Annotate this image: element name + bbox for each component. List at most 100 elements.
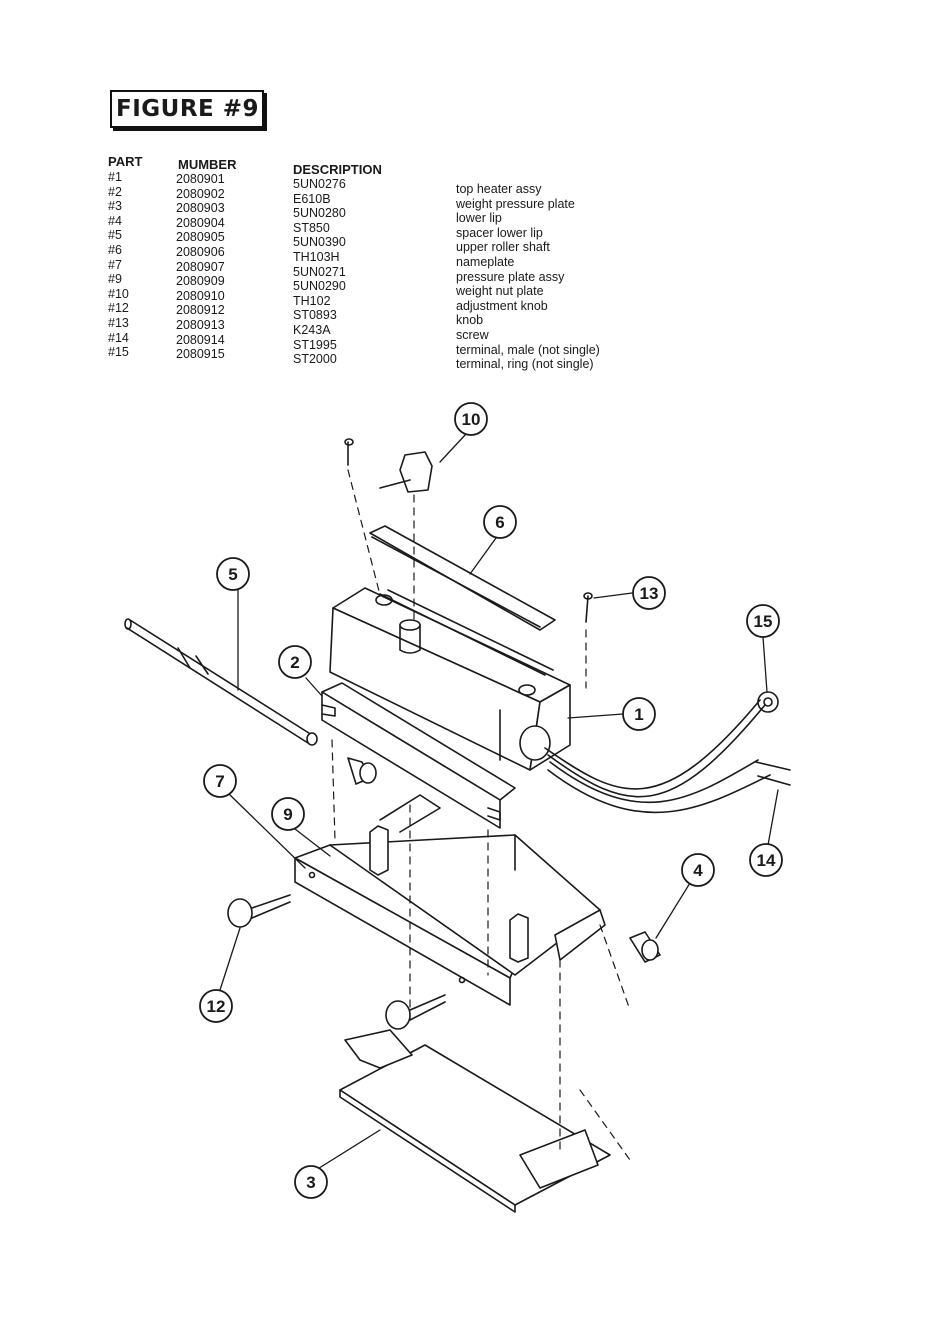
lower-lip <box>339 1029 611 1213</box>
table-cell-part: #1 <box>108 170 122 184</box>
table-cell-desc: spacer lower lip <box>456 225 543 240</box>
header-description: DESCRIPTION <box>293 162 382 177</box>
table-cell-code: 5UN0390 <box>293 235 346 250</box>
table-cell-desc: terminal, ring (not single) <box>456 357 594 372</box>
callout-label: 9 <box>283 805 292 824</box>
leader-lines <box>219 433 779 1171</box>
upper-roller-shaft <box>124 618 318 746</box>
table-cell-part: #10 <box>108 286 129 301</box>
callout-circle <box>749 843 783 877</box>
table-cell-part: #14 <box>108 330 129 345</box>
table-cell-number: 2080913 <box>176 317 225 332</box>
table-cell-number: 2080909 <box>176 274 225 289</box>
spacer-bushing <box>347 757 377 785</box>
nameplate-part <box>369 525 556 631</box>
screw-right-13 <box>583 592 593 623</box>
table-cell-code: E610B <box>293 191 331 206</box>
callout-circle <box>632 576 666 610</box>
callout-label: 7 <box>215 772 224 791</box>
table-cell-number: 2080910 <box>176 288 225 303</box>
table-cell-part: #7 <box>108 257 122 272</box>
callout-label: 4 <box>693 861 703 880</box>
table-cell-desc: adjustment knob <box>456 298 548 313</box>
table-cell-code: ST2000 <box>293 352 337 367</box>
knob-left <box>227 894 291 928</box>
table-cell-number: 2080905 <box>176 230 225 245</box>
table-cell-number: 2080901 <box>176 172 225 186</box>
callout-circle <box>454 402 488 436</box>
callout-label: 13 <box>640 584 659 603</box>
table-cell-number: 2080912 <box>176 303 225 318</box>
table-cell-desc: lower lip <box>456 211 502 226</box>
table-cell-code: ST1995 <box>293 337 337 352</box>
table-cell-desc: upper roller shaft <box>456 240 550 255</box>
table-cell-number: 2080906 <box>176 244 225 259</box>
callout-circle <box>199 989 233 1023</box>
pressure-plate-assembly <box>294 794 606 1006</box>
table-cell-code: TH103H <box>293 249 340 264</box>
callout-label: 1 <box>634 705 643 724</box>
knob-lower <box>385 994 446 1030</box>
callout-circle <box>622 697 656 731</box>
table-cell-code: ST850 <box>293 220 330 235</box>
table-cell-part: #5 <box>108 228 122 243</box>
table-cell-part: #12 <box>108 301 129 316</box>
callout-label: 6 <box>495 513 504 532</box>
callout-label: 12 <box>207 997 226 1016</box>
table-cell-code: 5UN0280 <box>293 206 346 221</box>
table-cell-code: 5UN0290 <box>293 279 346 294</box>
callout-circle <box>746 604 780 638</box>
table-cell-number: 2080903 <box>176 201 225 216</box>
header-number: MUMBER <box>178 157 237 172</box>
weight-pressure-plate <box>321 682 516 829</box>
table-cell-code: 5UN0276 <box>293 177 346 191</box>
table-cell-desc: screw <box>456 327 489 342</box>
callout-circle <box>216 557 250 591</box>
table-cell-part: #13 <box>108 315 129 330</box>
callout-label: 2 <box>290 653 299 672</box>
callout-circle <box>278 645 312 679</box>
callout-label: 14 <box>757 851 776 870</box>
top-heater-assembly <box>329 587 571 771</box>
callout-label: 3 <box>306 1173 315 1192</box>
table-cell-desc: weight pressure plate <box>456 196 575 211</box>
table-cell-desc: pressure plate assy <box>456 269 565 284</box>
callout-circle <box>203 764 237 798</box>
table-cell-part: #2 <box>108 184 122 199</box>
table-cell-desc: top heater assy <box>456 182 542 196</box>
table-cell-code: ST0893 <box>293 308 337 323</box>
table-cell-number: 2080907 <box>176 259 225 274</box>
table-cell-part: #3 <box>108 199 122 214</box>
header-part: PART <box>108 154 143 169</box>
callout-circle <box>294 1165 328 1199</box>
table-cell-desc: knob <box>456 313 484 328</box>
table-cell-desc: weight nut plate <box>456 284 544 299</box>
wire-bundle <box>544 691 791 814</box>
figure-title: FIGURE #9 <box>116 96 260 122</box>
table-cell-number: 2080902 <box>176 186 225 201</box>
callout-label: 10 <box>462 410 481 429</box>
table-cell-part: #9 <box>108 272 122 287</box>
table-cell-part: #6 <box>108 242 122 257</box>
table-cell-code: K243A <box>293 322 331 337</box>
callout-circle <box>271 797 305 831</box>
table-cell-desc: terminal, male (not single) <box>456 342 600 357</box>
alignment-lines <box>331 469 631 1161</box>
table-cell-code: TH102 <box>293 293 331 308</box>
part-column: #1#2#3#4#5#6#7#9#10#12#13#14#15 <box>108 170 129 360</box>
callout-circle <box>483 505 517 539</box>
table-cell-part: #15 <box>108 345 129 360</box>
table-cell-part: #4 <box>108 213 122 228</box>
table-cell-number: 2080904 <box>176 215 225 230</box>
table-cell-number: 2080914 <box>176 332 225 347</box>
screw-top-left <box>344 438 354 466</box>
table-cell-number: 2080915 <box>176 347 225 362</box>
callout-label: 5 <box>228 565 237 584</box>
figure-title-box: FIGURE #9 <box>110 90 264 128</box>
table-cell-desc: nameplate <box>456 254 515 269</box>
adjustment-knob <box>379 451 433 493</box>
